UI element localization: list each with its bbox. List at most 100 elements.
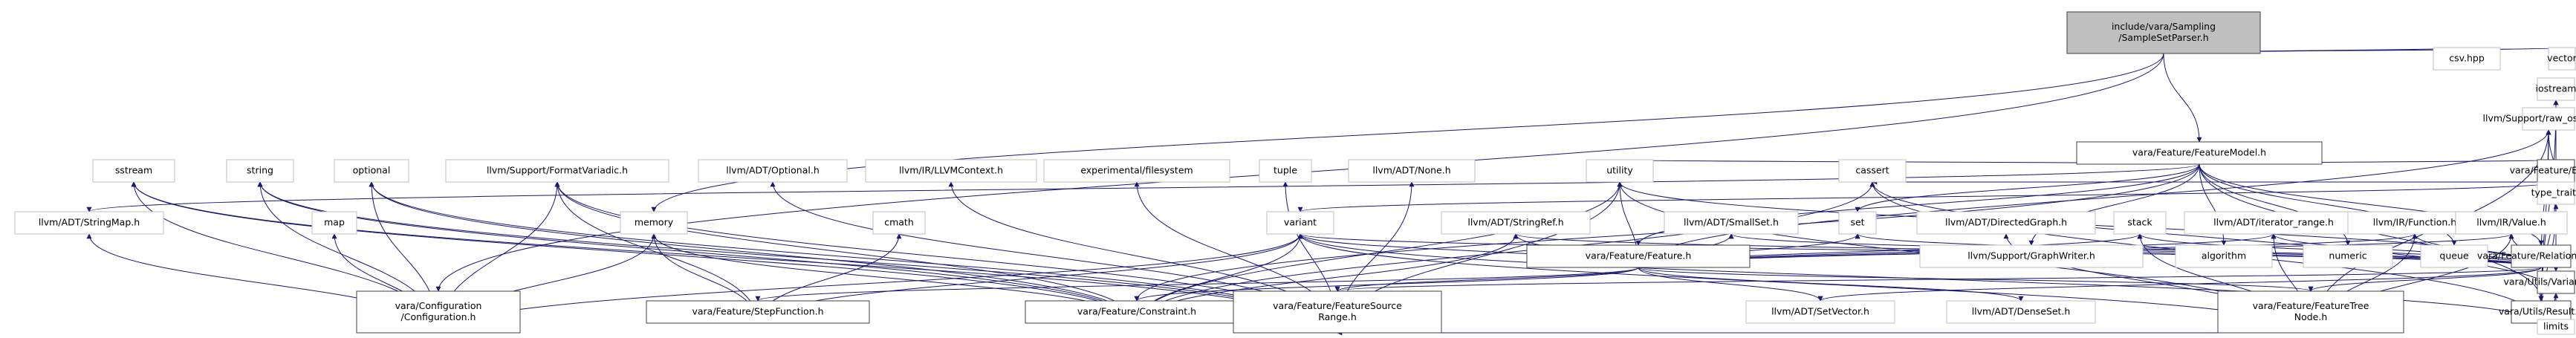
node-box-directedgraph bbox=[1916, 211, 2096, 235]
node-label-formatvariadic: llvm/Support/FormatVariadic.h bbox=[487, 165, 628, 176]
node-box-relationship bbox=[2511, 244, 2572, 268]
node-box-map bbox=[311, 211, 357, 235]
node-box-constraint bbox=[1025, 300, 1249, 324]
node-rawostream: llvm/Support/raw_ostream.h bbox=[2483, 107, 2576, 131]
node-box-cmath bbox=[872, 211, 926, 235]
node-box-none bbox=[1348, 159, 1476, 183]
edge-constraint-to-string bbox=[257, 181, 1138, 324]
node-box-set bbox=[1838, 211, 1877, 235]
node-vector: vector bbox=[2547, 47, 2576, 71]
node-typetraits: type_traits bbox=[2531, 181, 2576, 205]
node-label-irvalue: llvm/IR/Value.h bbox=[2476, 217, 2546, 228]
node-label-queue: queue bbox=[2439, 250, 2468, 261]
node-constraint[interactable]: vara/Feature/Constraint.h bbox=[1025, 300, 1249, 324]
node-tuple: tuple bbox=[1259, 159, 1312, 183]
node-directedgraph: llvm/ADT/DirectedGraph.h bbox=[1916, 211, 2096, 235]
node-cassert: cassert bbox=[1838, 159, 1907, 183]
node-box-stepfunction bbox=[646, 300, 870, 324]
edge-fm-to-set bbox=[1855, 163, 2200, 212]
node-box-feature bbox=[1526, 244, 1751, 268]
node-label-error: vara/Feature/Error.h bbox=[2510, 165, 2576, 176]
node-label-none: llvm/ADT/None.h bbox=[1372, 165, 1450, 176]
node-relationship[interactable]: vara/Feature/Relationship.h bbox=[2477, 244, 2576, 268]
node-graphwriter: llvm/Support/GraphWriter.h bbox=[1919, 244, 2144, 268]
node-label-sourcerange: vara/Feature/FeatureSource bbox=[1273, 300, 1402, 311]
node-string: string bbox=[226, 159, 294, 183]
node-label-irfunction: llvm/IR/Function.h bbox=[2373, 217, 2456, 228]
node-memory: memory bbox=[620, 211, 688, 235]
node-result[interactable]: vara/Utils/Result.h bbox=[2499, 300, 2576, 324]
edge-constraint-to-sstream bbox=[131, 181, 1138, 324]
node-label-configuration: /Configuration.h bbox=[401, 311, 476, 322]
node-box-tuple bbox=[1259, 159, 1312, 183]
node-root[interactable]: include/vara/Sampling/SampleSetParser.h bbox=[2066, 11, 2261, 54]
node-fm[interactable]: vara/Feature/FeatureModel.h bbox=[2076, 141, 2323, 165]
node-sstream: sstream bbox=[92, 159, 175, 183]
node-label-iteratorrange: llvm/ADT/iterator_range.h bbox=[2213, 217, 2334, 228]
node-box-queue bbox=[2420, 244, 2488, 268]
node-utility: utility bbox=[1586, 159, 1654, 183]
edge-constraint-to-optional bbox=[369, 181, 1138, 324]
node-smallset: llvm/ADT/SmallSet.h bbox=[1664, 211, 1799, 235]
node-box-configuration bbox=[356, 290, 521, 334]
node-llvmcontext: llvm/IR/LLVMContext.h bbox=[865, 159, 1037, 183]
node-box-fm bbox=[2076, 141, 2323, 165]
node-box-irvalue bbox=[2455, 211, 2568, 235]
edge-feature-to-rawostream bbox=[1638, 129, 2551, 268]
node-none: llvm/ADT/None.h bbox=[1348, 159, 1476, 183]
node-label-relationship: vara/Feature/Relationship.h bbox=[2477, 250, 2576, 261]
node-label-feature: vara/Feature/Feature.h bbox=[1586, 250, 1692, 261]
node-label-csv: csv.hpp bbox=[2449, 53, 2485, 64]
node-label-root: /SampleSetParser.h bbox=[2118, 32, 2208, 43]
node-box-denseset bbox=[1946, 300, 2096, 324]
node-box-smallset bbox=[1664, 211, 1799, 235]
node-label-configuration: vara/Configuration bbox=[395, 300, 482, 311]
node-box-typetraits bbox=[2537, 181, 2575, 205]
node-box-memory bbox=[620, 211, 688, 235]
node-iteratorrange: llvm/ADT/iterator_range.h bbox=[2184, 211, 2364, 235]
node-algorithm: algorithm bbox=[2175, 244, 2273, 268]
node-label-limits: limits bbox=[2543, 321, 2569, 332]
node-label-optional: optional bbox=[353, 165, 391, 176]
node-box-treenode bbox=[2217, 290, 2404, 334]
node-box-optional bbox=[334, 159, 409, 183]
node-feature[interactable]: vara/Feature/Feature.h bbox=[1526, 244, 1751, 268]
edge-feature-to-setvector bbox=[1638, 267, 1823, 302]
node-label-result: vara/Utils/Result.h bbox=[2499, 306, 2576, 317]
edge-error-to-variant bbox=[1298, 181, 2557, 212]
node-box-variantutil bbox=[2537, 270, 2575, 294]
node-label-smallset: llvm/ADT/SmallSet.h bbox=[1684, 217, 1779, 228]
node-label-typetraits: type_traits bbox=[2531, 187, 2576, 198]
node-label-algorithm: algorithm bbox=[2202, 250, 2246, 261]
node-variantutil[interactable]: vara/Utils/VariantUtil.h bbox=[2503, 270, 2576, 294]
node-label-stringmap: llvm/ADT/StringMap.h bbox=[39, 217, 140, 228]
node-optional: optional bbox=[334, 159, 409, 183]
node-label-root: include/vara/Sampling bbox=[2112, 21, 2216, 32]
node-configuration[interactable]: vara/Configuration/Configuration.h bbox=[356, 290, 521, 334]
node-box-graphwriter bbox=[1919, 244, 2144, 268]
node-label-graphwriter: llvm/Support/GraphWriter.h bbox=[1967, 250, 2095, 261]
node-label-treenode: vara/Feature/FeatureTree bbox=[2253, 300, 2369, 311]
node-box-limits bbox=[2537, 319, 2575, 335]
node-box-stringmap bbox=[14, 211, 164, 235]
node-label-denseset: llvm/ADT/DenseSet.h bbox=[1972, 306, 2071, 317]
node-label-cassert: cassert bbox=[1855, 165, 1889, 176]
edge-feature-to-denseset bbox=[1638, 267, 2024, 302]
node-label-set: set bbox=[1850, 217, 1864, 228]
node-limits: limits bbox=[2537, 319, 2575, 335]
edge-root-to-fm bbox=[2163, 53, 2202, 143]
node-stepfunction[interactable]: vara/Feature/StepFunction.h bbox=[646, 300, 870, 324]
node-box-sstream bbox=[92, 159, 175, 183]
node-error[interactable]: vara/Feature/Error.h bbox=[2510, 159, 2576, 183]
node-denseset: llvm/ADT/DenseSet.h bbox=[1946, 300, 2096, 324]
node-filesystem: experimental/filesystem bbox=[1043, 159, 1230, 183]
node-box-utility bbox=[1586, 159, 1654, 183]
node-box-iteratorrange bbox=[2184, 211, 2364, 235]
edge-constraint-to-formatvariadic bbox=[554, 181, 1138, 324]
node-box-vector bbox=[2548, 47, 2576, 71]
node-box-algorithm bbox=[2175, 244, 2273, 268]
node-adtoptional: llvm/ADT/Optional.h bbox=[698, 159, 848, 183]
node-numeric: numeric bbox=[2303, 244, 2393, 268]
